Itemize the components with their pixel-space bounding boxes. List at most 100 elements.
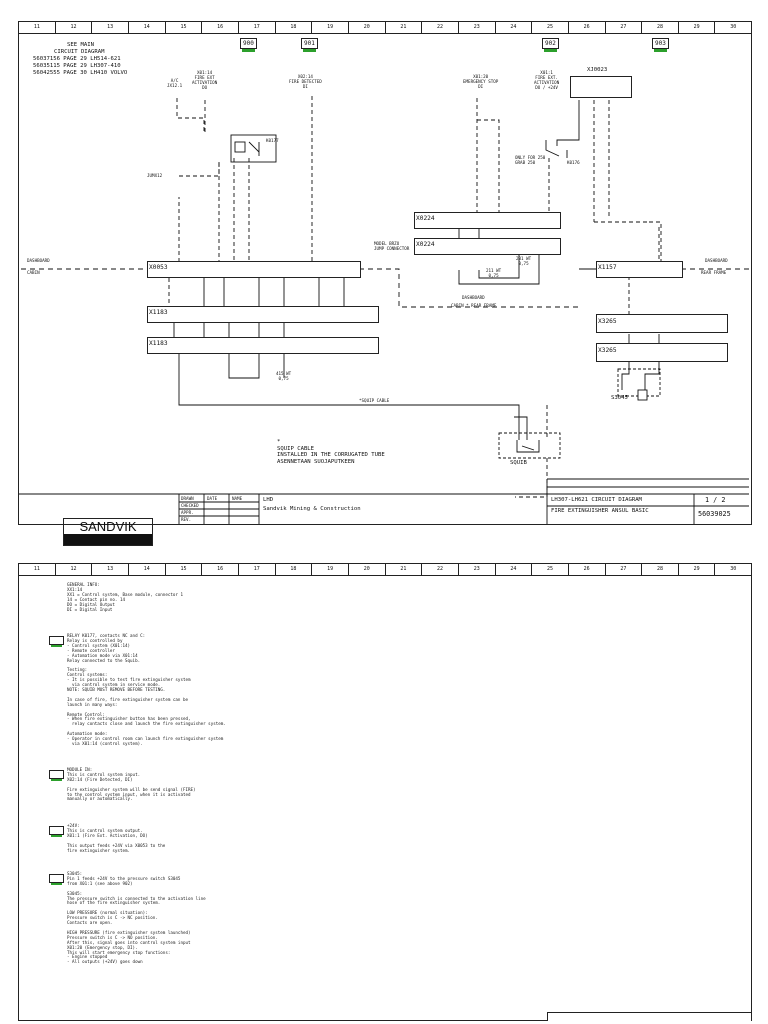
- rev-label: DRAWN: [181, 496, 194, 501]
- signal-emergency-stop: X01:20 EMERGENCY STOP DI: [463, 74, 499, 89]
- column-number: 13: [92, 564, 129, 575]
- connector-x0224-lower: [414, 238, 561, 255]
- connector-x0053-label: X0053: [148, 264, 169, 272]
- connector-x0224-upper-label: X0224: [415, 215, 436, 223]
- wire-201-label: 201 WT 0,75: [516, 256, 532, 266]
- column-number: 18: [276, 564, 313, 575]
- ref-901-badge[interactable]: 901: [301, 38, 318, 52]
- column-number: 11: [19, 22, 56, 33]
- note-902-badge[interactable]: [49, 826, 64, 837]
- ref-903-badge[interactable]: 903: [652, 38, 669, 52]
- only-for-note: ONLY FOR 250 GRAB 250: [515, 155, 546, 165]
- cabin-rear-frame-label: CABIN * REAR FRAME: [451, 303, 497, 308]
- document-number: 56039025: [698, 510, 731, 518]
- notes-sheet: 11 12 13 14 15 16 17 18 19 20 21 22 23 2…: [18, 563, 752, 1021]
- cabin-left-label: CABIN: [27, 270, 40, 275]
- wire-415-label: 415 WT 0,75: [276, 371, 292, 381]
- column-number: 29: [679, 22, 716, 33]
- ref-902-badge[interactable]: 902: [542, 38, 559, 52]
- note-903-badge[interactable]: [49, 874, 64, 885]
- rev-col-date: DATE: [207, 496, 218, 501]
- note-901-badge[interactable]: [49, 770, 64, 781]
- ref-900-badge[interactable]: 900: [240, 38, 257, 52]
- column-number: 23: [459, 564, 496, 575]
- dashboard-mid-label: DASHBOARD: [462, 295, 485, 300]
- column-ruler: 11 12 13 14 15 16 17 18 19 20 21 22 23 2…: [19, 564, 751, 576]
- logo-bar: [64, 534, 152, 545]
- connector-x3265-lower-label: X3265: [597, 347, 618, 355]
- connector-x1183-upper-label: X1183: [148, 309, 169, 317]
- column-number: 17: [239, 564, 276, 575]
- rev-col-name: NAME: [232, 496, 243, 501]
- column-number: 20: [349, 564, 386, 575]
- signal-fire-activation: X01:14 FIRE EXT ACTIVATION DO: [192, 70, 218, 90]
- relay-k0177-label: K0177: [266, 138, 279, 143]
- general-info-note: GENERAL INFO: XX1:14 XX1 = Control syste…: [67, 582, 183, 612]
- pressure-switch-s3045-label: S3045: [611, 395, 628, 401]
- connector-x3265-upper: [596, 314, 728, 333]
- jumper-label: JUMX12: [147, 173, 163, 178]
- rev-label: APPR.: [181, 510, 194, 515]
- connector-x1157-label: X1157: [597, 264, 618, 272]
- note-900-badge[interactable]: [49, 636, 64, 647]
- note-903-text: S3045: Pin 1 feeds +24V to the pressure …: [67, 871, 206, 965]
- column-number: 27: [606, 564, 643, 575]
- column-number: 24: [496, 22, 533, 33]
- connector-x1157: [596, 261, 683, 278]
- column-number: 13: [92, 22, 129, 33]
- title-block-stub: [547, 1012, 751, 1021]
- note-901-text: MODULE IN: This is control system input.…: [67, 767, 196, 802]
- column-number: 26: [569, 22, 606, 33]
- column-number: 24: [496, 564, 533, 575]
- connector-xj0023-label: XJ0023: [587, 67, 608, 73]
- schematic-sheet: 11 12 13 14 15 16 17 18 19 20 21 22 23 2…: [18, 21, 752, 546]
- see-main-line: 56037156 PAGE 29 LH514-621: [33, 56, 121, 62]
- logo-wordmark: SANDVIK: [79, 519, 137, 534]
- column-number: 16: [202, 564, 239, 575]
- note-900-text: RELAY K0177, contacts NC and C: Relay is…: [67, 633, 226, 746]
- diagram-title: LH307-LH621 CIRCUIT DIAGRAM: [551, 497, 642, 503]
- column-number: 29: [679, 564, 716, 575]
- squip-cable-ref: *SQUIP CABLE: [359, 398, 390, 403]
- note-902-text: +24V: This is control system output. X01…: [67, 823, 166, 853]
- column-ruler: 11 12 13 14 15 16 17 18 19 20 21 22 23 2…: [19, 22, 751, 34]
- column-number: 21: [386, 564, 423, 575]
- dashboard-left-label: DASHBOARD: [27, 258, 50, 263]
- column-number: 15: [166, 564, 203, 575]
- column-number: 26: [569, 564, 606, 575]
- sandvik-logo: SANDVIK: [63, 518, 153, 546]
- connector-xj0023: [570, 76, 632, 98]
- connector-x3265-upper-label: X3265: [597, 318, 618, 326]
- signal-fire-ext-24v: X01:1 FIRE EXT. ACTIVATION DO / +24V: [534, 70, 560, 90]
- connector-x0224-upper: [414, 212, 561, 229]
- diagram-subtitle: FIRE EXTINGUISHER ANSUL BASIC: [551, 508, 649, 514]
- company-name: Sandvik Mining & Construction: [263, 506, 361, 512]
- column-number: 23: [459, 22, 496, 33]
- column-number: 11: [19, 564, 56, 575]
- column-number: 15: [166, 22, 203, 33]
- connector-x1183-lower: [147, 337, 379, 354]
- column-number: 16: [202, 22, 239, 33]
- column-number: 14: [129, 22, 166, 33]
- column-number: 19: [312, 564, 349, 575]
- see-main-line: CIRCUIT DIAGRAM: [54, 49, 105, 55]
- see-main-line: SEE MAIN: [67, 42, 94, 48]
- connector-x0053: [147, 261, 361, 278]
- connector-x0224-lower-label: X0224: [415, 241, 436, 249]
- dashboard-right-label: DASHBOARD: [705, 258, 728, 263]
- rev-label: REV.: [181, 517, 192, 522]
- connector-x1183-lower-label: X1183: [148, 340, 169, 348]
- connector-x1183-upper: [147, 306, 379, 323]
- column-number: 28: [642, 22, 679, 33]
- column-number: 30: [730, 24, 737, 30]
- see-main-line: 56042555 PAGE 30 LH410 VOLVO: [33, 70, 128, 76]
- model-brzu-note: MODEL BRZU JUMP CONNECTOR: [374, 241, 410, 251]
- signal-ac: A/C JX12.1: [167, 78, 183, 88]
- connector-x3265-lower: [596, 343, 728, 362]
- column-number: 22: [422, 564, 459, 575]
- column-number: 28: [642, 564, 679, 575]
- signal-fire-detected: X02:14 FIRE DETECTED DI: [289, 74, 322, 89]
- rev-label: CHECKED: [181, 503, 199, 508]
- squip-cable-note: * SQUIP CABLE INSTALLED IN THE CORRUGATE…: [277, 439, 385, 465]
- column-number: 12: [56, 22, 93, 33]
